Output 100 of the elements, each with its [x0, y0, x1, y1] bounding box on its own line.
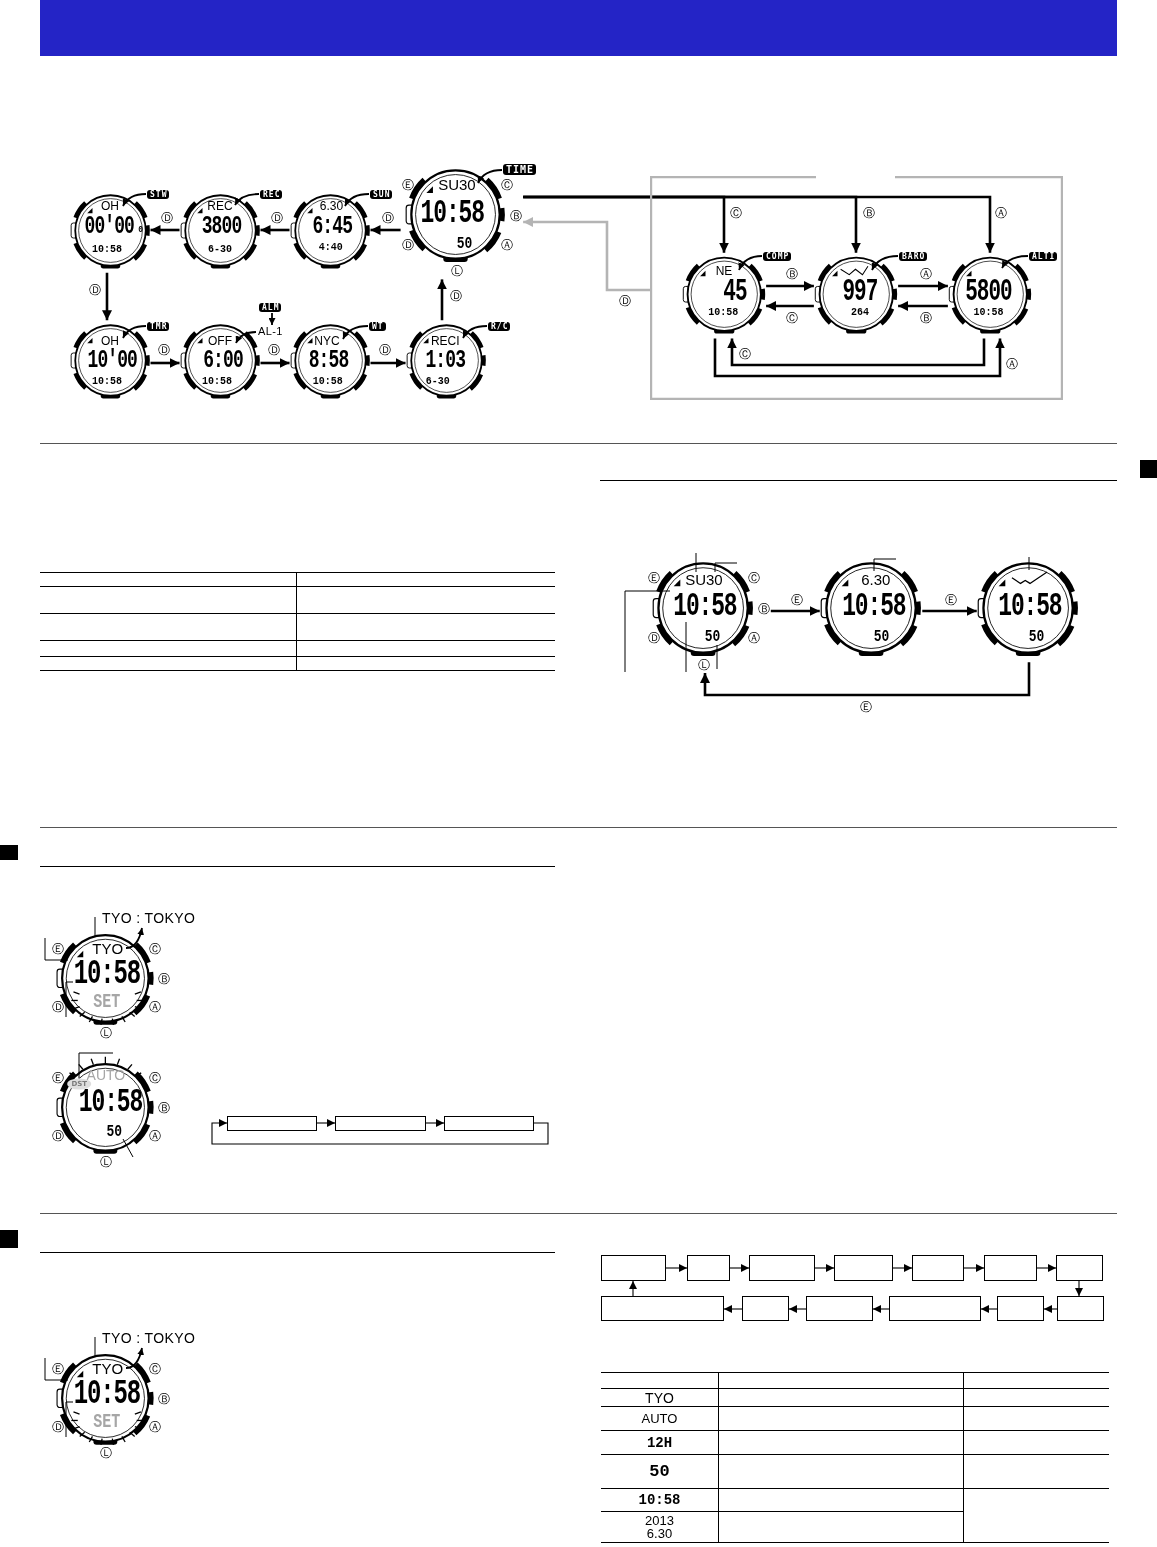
edge-label: Ⓔ: [859, 701, 873, 713]
table-cell: TYO: [601, 1389, 719, 1407]
process-box: [984, 1255, 1037, 1281]
process-box: [806, 1296, 873, 1321]
display-text: 10:58: [73, 956, 140, 992]
display-text: 10:58: [842, 590, 906, 624]
button-label: Ⓛ: [99, 1447, 112, 1460]
button-label: Ⓐ: [500, 239, 513, 252]
mode-tag: REC: [260, 190, 283, 199]
button-label: Ⓔ: [648, 571, 661, 584]
leader-line: [122, 1138, 134, 1158]
leader-line: [65, 981, 74, 1018]
process-box: [687, 1255, 730, 1281]
arrow: [723, 1305, 743, 1313]
edge-label: Ⓓ: [267, 344, 281, 356]
mode-tag: ALTI: [1029, 252, 1058, 261]
arrow: [211, 1119, 549, 1145]
button-label: Ⓒ: [500, 178, 513, 191]
edge-label: Ⓔ: [790, 594, 804, 606]
edge-label: Ⓑ: [919, 312, 933, 324]
display-text: 50: [106, 1122, 122, 1140]
display-text: 10:58: [998, 590, 1062, 624]
button-label: Ⓒ: [148, 1362, 161, 1375]
group-frame: [650, 176, 1063, 400]
button-label: Ⓓ: [51, 1000, 64, 1013]
edge-label: Ⓓ: [381, 212, 395, 224]
arrow: [766, 301, 814, 311]
display-text: SU30: [685, 572, 723, 587]
button-label: Ⓓ: [51, 1129, 64, 1142]
mode-tag: TMR: [147, 322, 170, 331]
arrow: [729, 1264, 750, 1272]
arrow: [814, 1264, 835, 1272]
mode-tag: STW: [147, 190, 170, 199]
mode-tag: ALM: [259, 303, 282, 312]
edge-label: Ⓓ: [270, 212, 284, 224]
mode-tag: COMP: [763, 252, 792, 261]
arrow: [370, 225, 401, 235]
process-box: [227, 1116, 317, 1131]
arrow: [922, 606, 977, 616]
button-label: Ⓒ: [148, 1071, 161, 1084]
button-label: Ⓑ: [510, 209, 523, 222]
leader-line: [716, 644, 718, 670]
button-label: Ⓓ: [51, 1420, 64, 1433]
display-text: 10:58: [420, 197, 484, 231]
arrow: [1036, 1264, 1057, 1272]
button-label: Ⓑ: [157, 972, 170, 985]
process-box: [1056, 1255, 1103, 1281]
button-label: Ⓔ: [51, 942, 64, 955]
display-text: SET: [93, 1412, 121, 1432]
process-box: [912, 1255, 964, 1281]
watch: [50, 1058, 171, 1171]
arrow: [892, 1264, 913, 1272]
arrow: [437, 279, 447, 321]
leader-line: [94, 916, 96, 938]
arrow: [788, 1305, 807, 1313]
arrow: [898, 301, 948, 311]
display-text: SET: [93, 992, 121, 1012]
mode-tag: BARO: [899, 252, 928, 261]
edge-label: Ⓔ: [944, 594, 958, 606]
button-label: Ⓒ: [748, 571, 761, 584]
process-box: [601, 1255, 666, 1281]
arrow: [150, 225, 180, 235]
button-label: Ⓛ: [99, 1027, 112, 1040]
button-label: Ⓔ: [51, 1362, 64, 1375]
mode-tag: TIME: [503, 164, 537, 175]
button-label: Ⓑ: [157, 1392, 170, 1405]
edge-label: Ⓑ: [785, 268, 799, 280]
process-box: [444, 1116, 534, 1131]
arrow: [150, 358, 180, 368]
edge-label: Ⓓ: [88, 284, 102, 296]
arrow: [425, 1119, 445, 1127]
button-label: Ⓐ: [148, 1130, 161, 1143]
arrow: [260, 358, 290, 368]
button-label: Ⓒ: [148, 942, 161, 955]
button-label: Ⓐ: [748, 632, 761, 645]
button-label: Ⓔ: [51, 1071, 64, 1084]
leader-line: [78, 1052, 114, 1079]
table-cell: 50: [601, 1455, 719, 1489]
caption-text: AL-1: [258, 326, 283, 337]
caption-text: TYO : TOKYO: [102, 911, 196, 925]
button-label: Ⓔ: [401, 178, 414, 191]
arrow: [260, 225, 290, 235]
edge-label: Ⓒ: [738, 348, 752, 360]
button-label: Ⓐ: [148, 1001, 161, 1014]
arrow: [523, 217, 650, 292]
edge-label: Ⓓ: [378, 344, 392, 356]
arrow: [898, 281, 948, 291]
display-text: TYO: [92, 940, 124, 956]
button-label: Ⓛ: [99, 1156, 112, 1169]
button-label: Ⓛ: [450, 265, 463, 278]
process-box: [335, 1116, 426, 1131]
leader-line: [94, 1336, 96, 1358]
arrow: [963, 1264, 985, 1272]
arrow: [665, 1264, 688, 1272]
display-text: 50: [704, 628, 721, 645]
leader-line: [44, 1357, 69, 1381]
edge-label: Ⓐ: [1005, 358, 1019, 370]
leader-line: [873, 558, 897, 572]
leader-line: [1028, 556, 1030, 571]
display-text: 50: [456, 234, 473, 252]
